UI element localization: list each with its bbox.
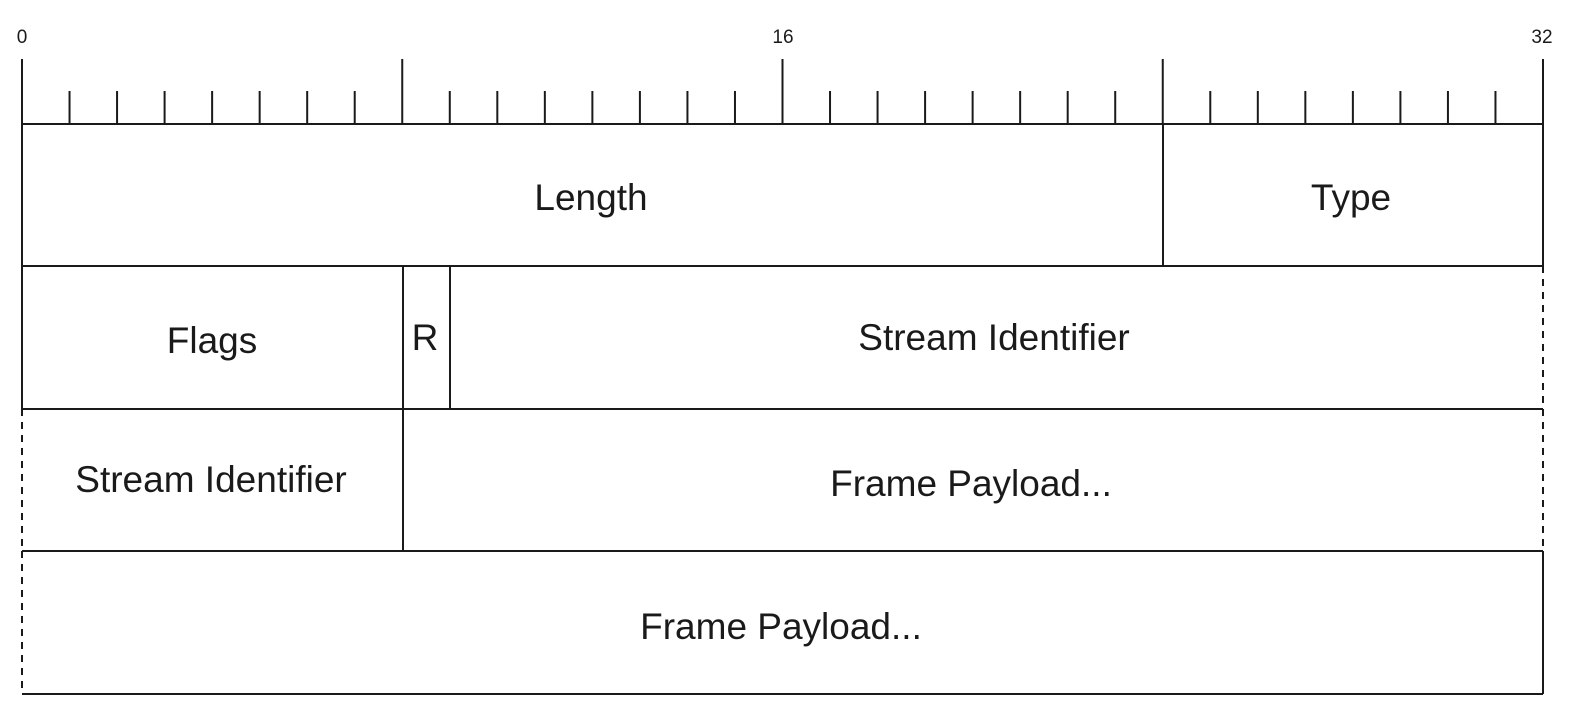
frame-payload-label: Frame Payload... — [830, 463, 1112, 504]
flags-field-label: Flags — [167, 320, 257, 361]
row-1: Length Type — [21, 124, 1544, 267]
length-field-label: Length — [534, 177, 647, 218]
row-4: Frame Payload... — [21, 551, 1544, 695]
reserved-bit-label: R — [412, 317, 439, 358]
frame-payload-continued-label: Frame Payload... — [640, 606, 922, 647]
stream-identifier-continued-label: Stream Identifier — [75, 459, 346, 500]
row-2: Flags R Stream Identifier — [21, 266, 1544, 410]
row-3: Stream Identifier Frame Payload... — [21, 409, 1544, 552]
type-field-label: Type — [1311, 177, 1391, 218]
scale-label-0: 0 — [17, 27, 28, 48]
bit-ruler: 0 16 32 — [17, 27, 1553, 125]
scale-label-32: 32 — [1531, 27, 1552, 48]
stream-identifier-field-label: Stream Identifier — [858, 317, 1129, 358]
scale-label-16: 16 — [772, 27, 793, 48]
ruler-ticks — [21, 59, 1544, 124]
